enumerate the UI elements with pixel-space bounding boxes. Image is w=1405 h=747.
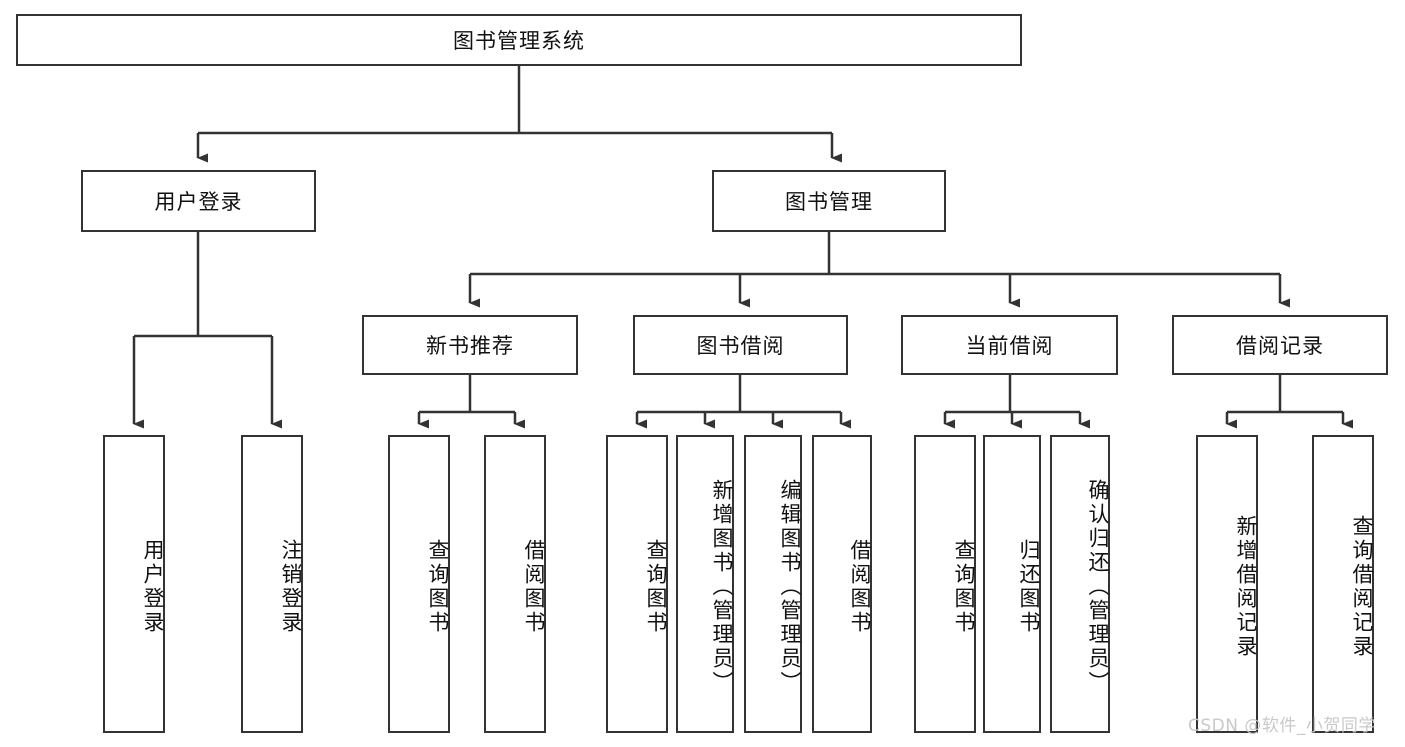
node-label: 借阅记录 [1236,334,1324,358]
leaf-edit-book-admin[interactable]: 编辑图书（管理员） [744,435,802,733]
leaf-confirm-return-admin[interactable]: 确认归还（管理员） [1050,435,1110,733]
node-current-borrowing[interactable]: 当前借阅 [901,315,1118,375]
node-label: 新增图书（管理员） [710,479,734,695]
node-label: 图书借阅 [696,334,785,358]
node-label: 借阅图书 [848,539,872,635]
node-borrowing-records[interactable]: 借阅记录 [1172,315,1388,375]
node-label: 编辑图书（管理员） [778,479,802,695]
node-label: 图书管理 [785,190,873,214]
node-label: 图书管理系统 [453,29,585,53]
node-label: 新增借阅记录 [1234,515,1258,659]
leaf-borrow-book[interactable]: 借阅图书 [812,435,872,733]
leaf-logout[interactable]: 注销登录 [241,435,303,733]
leaf-return-book[interactable]: 归还图书 [983,435,1041,733]
node-label: 查询图书 [644,539,668,635]
node-label: 查询图书 [426,539,450,635]
node-label: 查询借阅记录 [1350,515,1374,659]
node-root-book-management-system[interactable]: 图书管理系统 [16,14,1022,66]
leaf-borrow-book-new[interactable]: 借阅图书 [484,435,546,733]
node-label: 注销登录 [279,539,303,635]
node-book-management[interactable]: 图书管理 [712,170,946,232]
leaf-add-borrow-record[interactable]: 新增借阅记录 [1196,435,1258,733]
leaf-user-login[interactable]: 用户登录 [103,435,165,733]
node-label: 查询图书 [952,539,976,635]
leaf-query-borrow-record[interactable]: 查询借阅记录 [1312,435,1374,733]
node-label: 用户登录 [141,539,165,635]
node-label: 确认归还（管理员） [1086,479,1110,695]
node-label: 用户登录 [154,190,243,214]
leaf-query-book-current[interactable]: 查询图书 [914,435,976,733]
node-label: 新书推荐 [426,334,514,358]
watermark: CSDN @软件_小贺同学 [1188,716,1376,736]
node-label: 借阅图书 [522,539,546,635]
leaf-query-book-borrow[interactable]: 查询图书 [606,435,668,733]
node-label: 归还图书 [1017,539,1041,635]
node-user-login[interactable]: 用户登录 [81,170,316,232]
leaf-add-book-admin[interactable]: 新增图书（管理员） [676,435,734,733]
node-new-book-recommendation[interactable]: 新书推荐 [362,315,578,375]
node-label: 当前借阅 [965,334,1054,358]
leaf-query-book-new[interactable]: 查询图书 [388,435,450,733]
node-book-borrowing[interactable]: 图书借阅 [633,315,848,375]
